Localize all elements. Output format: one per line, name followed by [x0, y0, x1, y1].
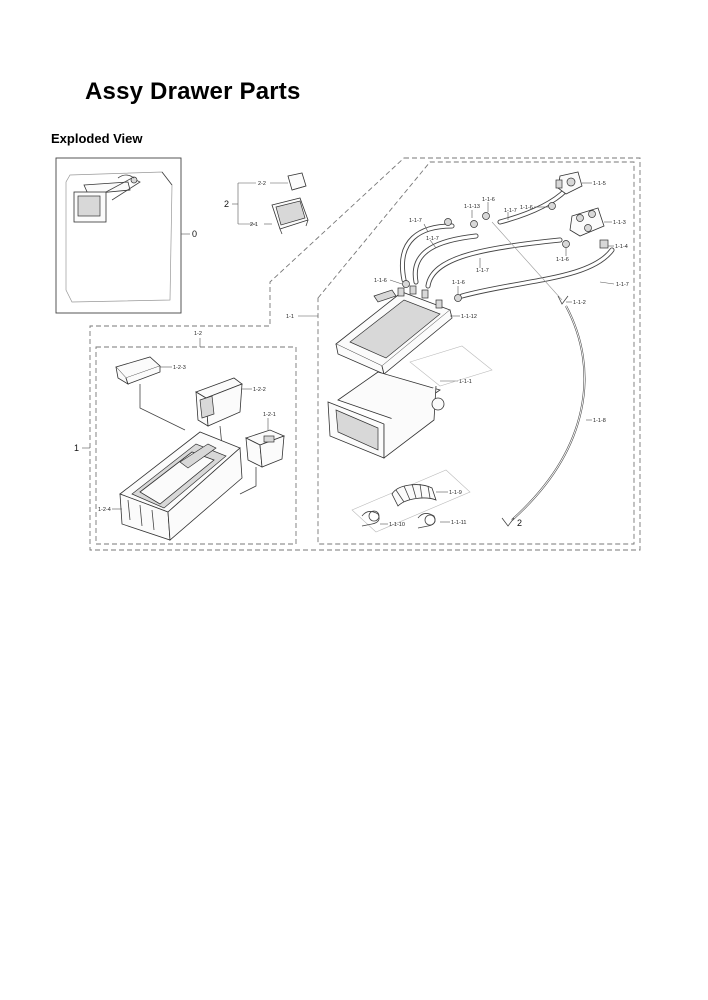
callout-1-1-7-d: 1-1-7	[504, 208, 517, 214]
overview-washer-panel: 0	[55, 157, 197, 314]
page-title: Assy Drawer Parts	[85, 78, 301, 105]
assembly-frame	[89, 157, 641, 551]
callout-1-1-12: 1-1-12	[461, 314, 477, 320]
callout-1-1-1: 1-1-1	[459, 379, 472, 385]
callout-1-1-7-c: 1-1-7	[476, 268, 489, 274]
subassembly-1-2-frame	[95, 346, 297, 545]
callout-1-1-6-a: 1-1-6	[374, 278, 387, 284]
callout-2: 2	[224, 199, 229, 209]
callout-1-1-6-d: 1-1-6	[520, 205, 533, 211]
callout-1-1-5: 1-1-5	[593, 181, 606, 187]
callout-1-2: 1-2	[194, 331, 202, 337]
callout-1-2-4: 1-2-4	[98, 507, 111, 513]
callout-1-1-6-c: 1-1-6	[482, 197, 495, 203]
callout-1-1-7-a: 1-1-7	[409, 218, 422, 224]
drawer-parts-1-2: 1-2-3 1-2-2 1-2-1 1-2-4	[98, 356, 286, 541]
detergent-cup-group: 2 2-2 2-1	[224, 172, 309, 235]
callout-1-1-7-e: 1-1-7	[616, 282, 629, 288]
callout-1-1-6-b: 1-1-6	[452, 280, 465, 286]
callout-1-1-6-e: 1-1-6	[556, 257, 569, 263]
callout-1-1: 1-1	[286, 314, 294, 320]
subassembly-1-1-frame	[317, 161, 635, 545]
drawer-housing-parts-1-1: 1-1-12 1-1-1 1-1-7 1-1-7 1-1-7	[327, 171, 629, 533]
callout-1-1-2: 1-1-2	[573, 300, 586, 306]
callout-1-1-4: 1-1-4	[615, 244, 628, 250]
callout-1-1-7-b: 1-1-7	[426, 236, 439, 242]
callout-1-1-9: 1-1-9	[449, 490, 462, 496]
section-title: Exploded View	[51, 131, 143, 146]
callout-1-1-3: 1-1-3	[613, 220, 626, 226]
callout-1-2-1: 1-2-1	[263, 412, 276, 418]
callout-2-2: 2-2	[258, 181, 266, 187]
callout-1-1-11: 1-1-11	[451, 520, 467, 526]
callout-1-1-13: 1-1-13	[464, 204, 480, 210]
callout-1-1-8: 1-1-8	[593, 418, 606, 424]
callout-1-2-3: 1-2-3	[173, 365, 186, 371]
callout-2-1: 2-1	[250, 222, 258, 228]
callout-2-bottom: 2	[517, 518, 522, 528]
callout-1: 1	[74, 443, 79, 453]
callout-0: 0	[192, 229, 197, 239]
callout-1-1-10: 1-1-10	[389, 522, 405, 528]
callout-1-2-2: 1-2-2	[253, 387, 266, 393]
